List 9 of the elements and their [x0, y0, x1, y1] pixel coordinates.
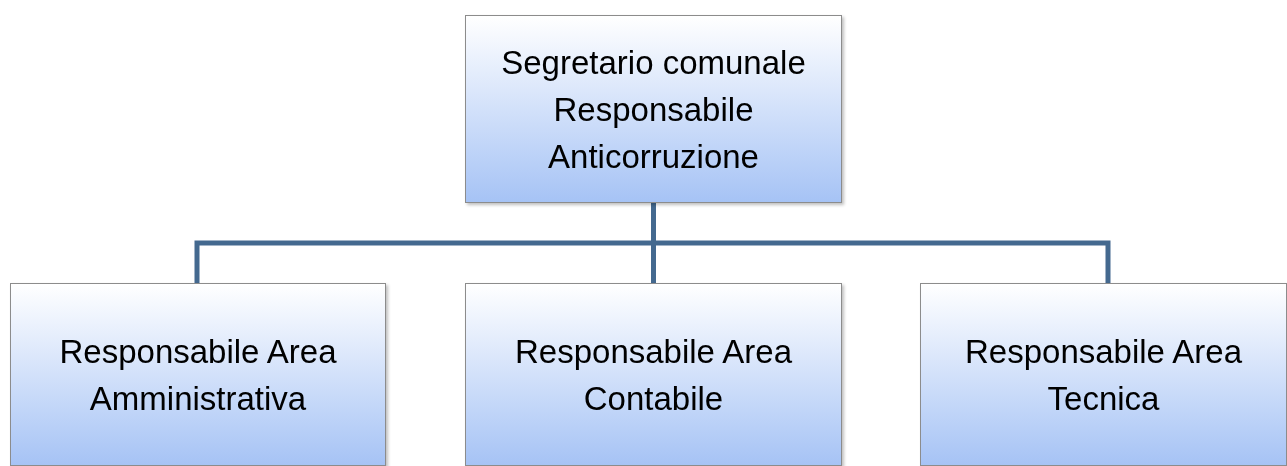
role-label: Responsabile Area Tecnica	[964, 332, 1243, 419]
role-label: Responsabile Area Contabile	[514, 332, 793, 419]
org-box	[920, 283, 1287, 466]
org-box	[465, 15, 842, 203]
role-label: Segretario comunale Responsabile Anticorruzione	[500, 42, 807, 177]
org-box	[10, 283, 386, 466]
connector-line	[651, 203, 1111, 283]
role-label: Responsabile Area Amministrativa	[58, 332, 338, 419]
org-box	[465, 283, 842, 466]
